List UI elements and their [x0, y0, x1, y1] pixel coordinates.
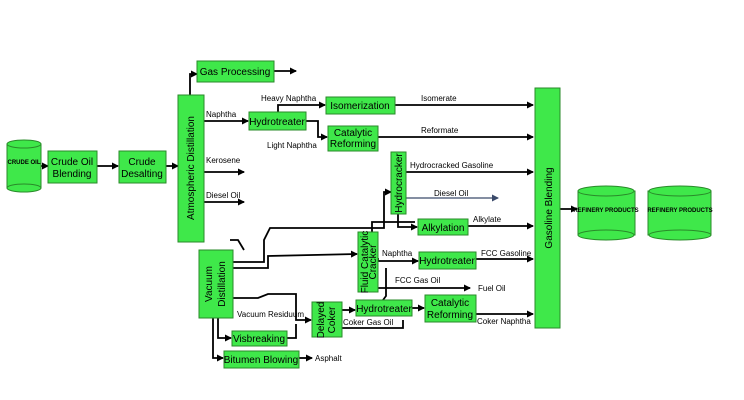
atmospheric-distillation-unit: Atmospheric Distillation — [177, 94, 205, 243]
alkylation-label: Alkylation — [422, 223, 465, 234]
vacuum-distillation-unit: Vacuum Distillation — [198, 249, 234, 319]
delayed-coker-unit: Delayed Coker — [311, 301, 343, 339]
svg-text:Distillation: Distillation — [217, 261, 228, 307]
stream-light-naphtha: Light Naphtha — [267, 141, 317, 150]
stream-asphalt: Asphalt — [315, 354, 342, 363]
hydrotreater-coker-unit: Hydrotreater — [355, 299, 413, 317]
stream-labels: Naphtha Heavy Naphtha Light Naphtha Isom… — [206, 94, 532, 363]
stream-fuel-oil: Fuel Oil — [478, 284, 506, 293]
visbreaking-label: Visbreaking — [233, 334, 285, 345]
line-fcc-to-alkylation — [371, 221, 415, 232]
svg-text:Coker: Coker — [327, 306, 338, 333]
fluid-catalytic-cracker-unit: Fluid Catalytic Cracker — [357, 231, 379, 294]
fluid-catalytic-cracker-label: Fluid Catalytic — [360, 231, 371, 294]
stream-diesel-oil-2: Diesel Oil — [434, 189, 468, 198]
arrow-to-bitumen-blowing — [212, 318, 224, 362]
crude-oil-label: CRUDE OIL — [8, 160, 41, 166]
stream-reformate: Reformate — [421, 126, 459, 135]
arrow-light-naphtha — [306, 120, 328, 141]
stream-hydrocracked-gasoline: Hydrocracked Gasoline — [410, 161, 494, 170]
hydrotreater-fcc-unit: Hydrotreater — [418, 251, 477, 270]
line-coker-gas-oil — [342, 320, 404, 329]
stream-vacuum-residuum: Vacuum Residuum — [237, 310, 304, 319]
stream-fcc-gasoline: FCC Gasoline — [481, 249, 532, 258]
isomerization-label: Isomerization — [330, 101, 389, 112]
hydrotreater-coker-label: Hydrotreater — [356, 304, 412, 315]
stream-kerosene: Kerosene — [206, 156, 241, 165]
arrow-vacuum-to-hydrocracker — [233, 188, 392, 263]
stream-alkylate: Alkylate — [473, 215, 502, 224]
hydrotreater-naphtha-unit: Hydrotreater — [248, 111, 307, 131]
refinery-products-tank-2: REFINERY PRODUCTS — [647, 185, 713, 241]
stream-naphtha: Naphtha — [206, 110, 237, 119]
refinery-products-tank: REFINERY PRODUCTS — [573, 185, 639, 241]
refinery-products-label: REFINERY PRODUCTS — [573, 208, 638, 214]
line-visbreaking-out — [287, 324, 297, 339]
stream-fcc-gas-oil: FCC Gas Oil — [395, 276, 441, 285]
stream-coker-naphtha: Coker Naphtha — [477, 317, 531, 326]
arrow-vacuum-to-fcc — [233, 250, 358, 269]
hydrocracker-label: Hydrocracker — [394, 153, 405, 213]
crude-desalting-unit: Crude Desalting — [118, 150, 167, 184]
atmospheric-distillation-label: Atmospheric Distillation — [186, 116, 197, 220]
stream-isomerate: Isomerate — [421, 94, 457, 103]
gasoline-blending-unit: Gasoline Blending — [534, 87, 561, 329]
stream-heavy-naphtha: Heavy Naphtha — [261, 94, 317, 103]
catalytic-reforming-label: Catalytic — [334, 128, 372, 139]
hydrotreater-fcc-label: Hydrotreater — [419, 256, 475, 267]
stream-coker-gas-oil: Coker Gas Oil — [343, 318, 393, 327]
arrow-vacuum-residuum — [233, 293, 312, 324]
svg-text:Reforming: Reforming — [427, 310, 473, 321]
stream-fcc-naphtha: Naphtha — [382, 249, 413, 258]
arrow-fcc-naphtha — [377, 257, 419, 265]
delayed-coker-label: Delayed — [316, 302, 327, 339]
catalytic-reforming-unit: Catalytic Reforming — [327, 125, 379, 152]
hydrocracker-unit: Hydrocracker — [390, 151, 407, 215]
arrow-to-gas-processing — [189, 70, 198, 95]
line-atmospheric-to-vacuum — [230, 239, 245, 251]
gas-processing-unit: Gas Processing — [196, 60, 275, 83]
hydrotreater-naphtha-label: Hydrotreater — [249, 117, 305, 128]
gasoline-blending-label: Gasoline Blending — [544, 167, 555, 248]
line-fcc-bottoms — [382, 268, 387, 301]
svg-text:Reforming: Reforming — [330, 139, 376, 150]
svg-text:Desalting: Desalting — [121, 169, 163, 180]
crude-oil-blending-label: Crude Oil — [51, 157, 93, 168]
gas-processing-label: Gas Processing — [200, 67, 271, 78]
crude-oil-blending-unit: Crude Oil Blending — [47, 150, 98, 184]
catalytic-reforming-coker-label: Catalytic — [431, 298, 469, 309]
bitumen-blowing-unit: Bitumen Blowing — [223, 350, 300, 369]
catalytic-reforming-coker-unit: Catalytic Reforming — [424, 294, 477, 323]
flow-lines — [41, 67, 578, 362]
svg-text:Cracker: Cracker — [368, 244, 379, 280]
arrow-to-visbreaking — [217, 318, 232, 342]
stream-diesel-oil: Diesel Oil — [206, 191, 240, 200]
svg-text:Blending: Blending — [53, 169, 92, 180]
bitumen-blowing-label: Bitumen Blowing — [224, 355, 298, 366]
isomerization-unit: Isomerization — [325, 96, 396, 115]
arrow-hydrocracker-to-alkylation — [397, 214, 418, 231]
visbreaking-unit: Visbreaking — [231, 330, 288, 347]
refinery-products-label-2: REFINERY PRODUCTS — [647, 208, 712, 214]
crude-oil-tank: CRUDE OIL — [6, 139, 42, 193]
alkylation-unit: Alkylation — [417, 218, 469, 236]
crude-desalting-label: Crude — [128, 157, 156, 168]
vacuum-distillation-label: Vacuum — [204, 266, 215, 302]
